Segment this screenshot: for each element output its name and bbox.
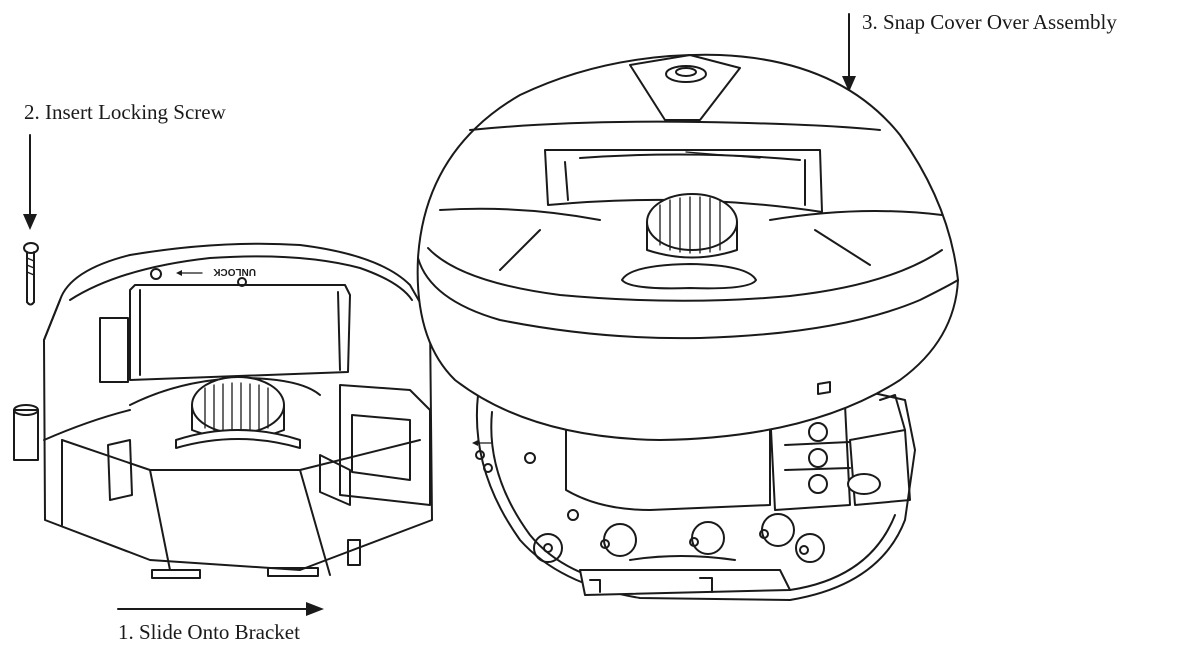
step-2-label: 2. Insert Locking Screw xyxy=(24,100,226,124)
dome-cover xyxy=(416,53,959,441)
step-3-label: 3. Snap Cover Over Assembly xyxy=(862,10,1117,34)
mounting-bracket xyxy=(472,389,916,601)
arrow-step3 xyxy=(842,13,856,92)
sensor-base-unit: UNLOCK xyxy=(13,242,433,579)
step-1-label: 1. Slide Onto Bracket xyxy=(118,620,300,644)
arrow-step1 xyxy=(117,602,324,616)
unlock-marking: UNLOCK xyxy=(212,266,256,277)
arrow-step2 xyxy=(23,134,37,230)
locking-screw xyxy=(23,242,39,306)
